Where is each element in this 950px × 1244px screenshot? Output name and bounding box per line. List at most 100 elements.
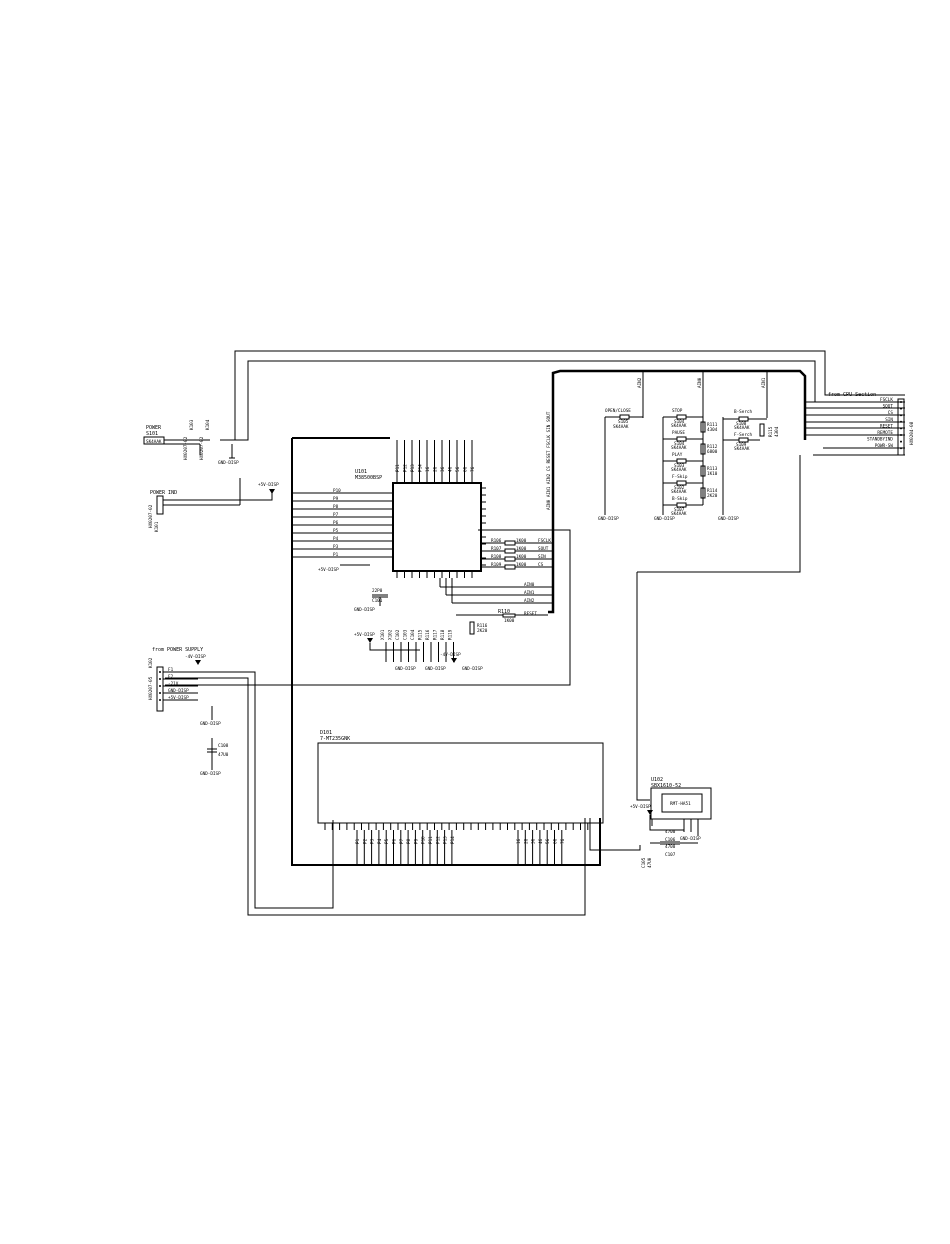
d101-left-pin-label: P2 bbox=[362, 838, 368, 844]
gnd-label-u102: GND-DISP bbox=[680, 836, 701, 842]
ladder-res-val: 4304 bbox=[707, 427, 718, 433]
open-close-ref: S105 bbox=[618, 419, 629, 425]
d101-right-pin-label: 7G bbox=[560, 838, 566, 844]
gnd-label-serch: GND-DISP bbox=[718, 516, 739, 522]
k103-part: HX0207-02 bbox=[183, 436, 189, 460]
u101-part-label: R115 bbox=[418, 629, 424, 640]
gnd-label-c108: GND-DISP bbox=[200, 771, 221, 777]
u101-left-pin-label: P8 bbox=[333, 504, 339, 510]
sw-ref: S103 bbox=[674, 463, 685, 469]
u101-part-label: R119 bbox=[448, 629, 454, 640]
gnd-label-oc: GND-DISP bbox=[598, 516, 619, 522]
cs-res-val: 1K00 bbox=[516, 546, 527, 552]
u101-support-parts: 22P0 C101 GND-DISP +5V-DISP GND-DISP GND… bbox=[354, 588, 488, 672]
d101-left-pin-label: P8 bbox=[406, 838, 412, 844]
psu-pin-label: -21V bbox=[168, 681, 179, 687]
bserch-ref: S108 bbox=[736, 421, 747, 427]
ladder-res-val: 6800 bbox=[707, 449, 718, 455]
cpu-connector: from CPU-Section FSCLKSOUTCSSINRESETREMO… bbox=[828, 392, 915, 456]
d101-left-pin-label: P1 bbox=[355, 838, 361, 844]
gnd-label-u101-2: GND-DISP bbox=[425, 666, 446, 672]
u101-part-label: R116 bbox=[425, 629, 431, 640]
bus-label: AIN0 AIN1 AIN2 CS RESET FSCLK SIN SOUT bbox=[546, 411, 552, 510]
from-cpu-label: from CPU-Section bbox=[828, 392, 876, 398]
c101-val: 22P0 bbox=[372, 588, 383, 594]
u101-part: M38500BSP bbox=[355, 475, 382, 481]
c108-val: 47U0 bbox=[218, 752, 229, 758]
u101-top-pin-label: 7G bbox=[470, 466, 476, 472]
d101-left-pin-label: P12 bbox=[435, 836, 441, 844]
u101-top-pin-label: P12 bbox=[403, 464, 409, 472]
sw-ref: S102 bbox=[674, 485, 685, 491]
u101-part-label: R118 bbox=[440, 629, 446, 640]
u101-left-pin-label: P4 bbox=[333, 536, 339, 542]
ain0-tap: AIN0 bbox=[697, 377, 703, 388]
cpu-signal-label: SOUT bbox=[883, 404, 894, 410]
u102-inner: RMT-HA51 bbox=[670, 801, 691, 807]
cs-res-ref: R109 bbox=[491, 562, 502, 568]
power-switch-block: POWER S101 SK4AAK HX0207-02 K103 HX0207-… bbox=[143, 419, 239, 466]
power-switch-part: SK4AAK bbox=[146, 439, 162, 445]
d101-left-pin-label: P6 bbox=[392, 838, 398, 844]
cs-res-sig: CS bbox=[538, 562, 544, 568]
c106-ref: C106 bbox=[665, 837, 676, 843]
ladder-res-ref: R112 bbox=[707, 444, 718, 450]
ain-label: AIN0 bbox=[524, 582, 535, 588]
c107-val: 4700 bbox=[665, 844, 676, 850]
cpu-signal-label: POWR-SW bbox=[875, 443, 894, 449]
d101-left-pin-label: P14 bbox=[450, 836, 456, 844]
u101-top-pin-label: P11 bbox=[395, 464, 401, 472]
power-ind-block: POWER IND HX0207-02 K101 +5V-DISP bbox=[148, 478, 279, 532]
r116-ref: R116 bbox=[477, 623, 488, 629]
u101-left-pin-label: P7 bbox=[333, 512, 339, 518]
cpu-signal-label: FSCLK bbox=[880, 397, 893, 403]
sw-ref: S107 bbox=[674, 507, 685, 513]
ladder-res-val: 1K10 bbox=[707, 471, 718, 477]
switch-ladder: STOPS104SK4AAKPAUSES104SK4AAKPLAYS103SK4… bbox=[663, 408, 718, 517]
u101-part-label: R117 bbox=[433, 629, 439, 640]
cpu-signal-label: SIN bbox=[885, 417, 893, 423]
u101-left-pin-label: P5 bbox=[333, 528, 339, 534]
u101-part-label: X101 bbox=[380, 629, 386, 640]
psu-pin-label: F2 bbox=[168, 674, 174, 680]
c107-ref: C107 bbox=[665, 852, 676, 858]
sw-part: SK4AAK bbox=[671, 467, 687, 473]
ladder-res-ref: R113 bbox=[707, 466, 718, 472]
cpu-signal-label: STANDBYIND bbox=[867, 437, 893, 443]
gnd-label-u101-3: GND-DISP bbox=[462, 666, 483, 672]
d101-right-pin-label: 5G bbox=[545, 838, 551, 844]
p5v-label-u102: +5V-DISP bbox=[630, 804, 651, 810]
cs-res-ref: R108 bbox=[491, 554, 502, 560]
d101-left-pin-label: P4 bbox=[377, 838, 383, 844]
u102-receiver: U102 SBX1610-52 RMT-HA51 +5V-DISP 4700 C… bbox=[630, 777, 712, 868]
r110-block: R110 1K00 RESET bbox=[456, 609, 548, 624]
u101-left-pin-label: P3 bbox=[333, 544, 339, 550]
d101-right-pin-label: 6G bbox=[553, 838, 559, 844]
gnd-label-c101: GND-DISP bbox=[354, 607, 375, 613]
ain1-tap: AIN1 bbox=[761, 377, 767, 388]
d101-right-pin-label: 2G bbox=[523, 838, 529, 844]
k105-part: HX0204-08 bbox=[909, 421, 915, 445]
u102-ref: U102 bbox=[651, 777, 663, 783]
p5v-label-3: +5V-DISP bbox=[354, 632, 375, 638]
power-ind-title: POWER IND bbox=[150, 490, 177, 496]
r110-ref: R110 bbox=[498, 609, 510, 615]
r110-sig: RESET bbox=[524, 611, 537, 617]
sw-name: STOP bbox=[672, 408, 683, 414]
sw-name: B-Skip bbox=[672, 496, 688, 502]
d101-left-pin-label: P9 bbox=[413, 838, 419, 844]
k101-ref: K101 bbox=[154, 521, 160, 532]
sw-name: F-Skip bbox=[672, 474, 688, 480]
routing-lines bbox=[163, 350, 905, 916]
r115-val: 4304 bbox=[774, 426, 780, 437]
k101-part: HX0207-02 bbox=[148, 504, 154, 528]
bserch-name: B-Serch bbox=[734, 409, 753, 415]
psu-pin-label: +5V-DISP bbox=[168, 695, 189, 701]
